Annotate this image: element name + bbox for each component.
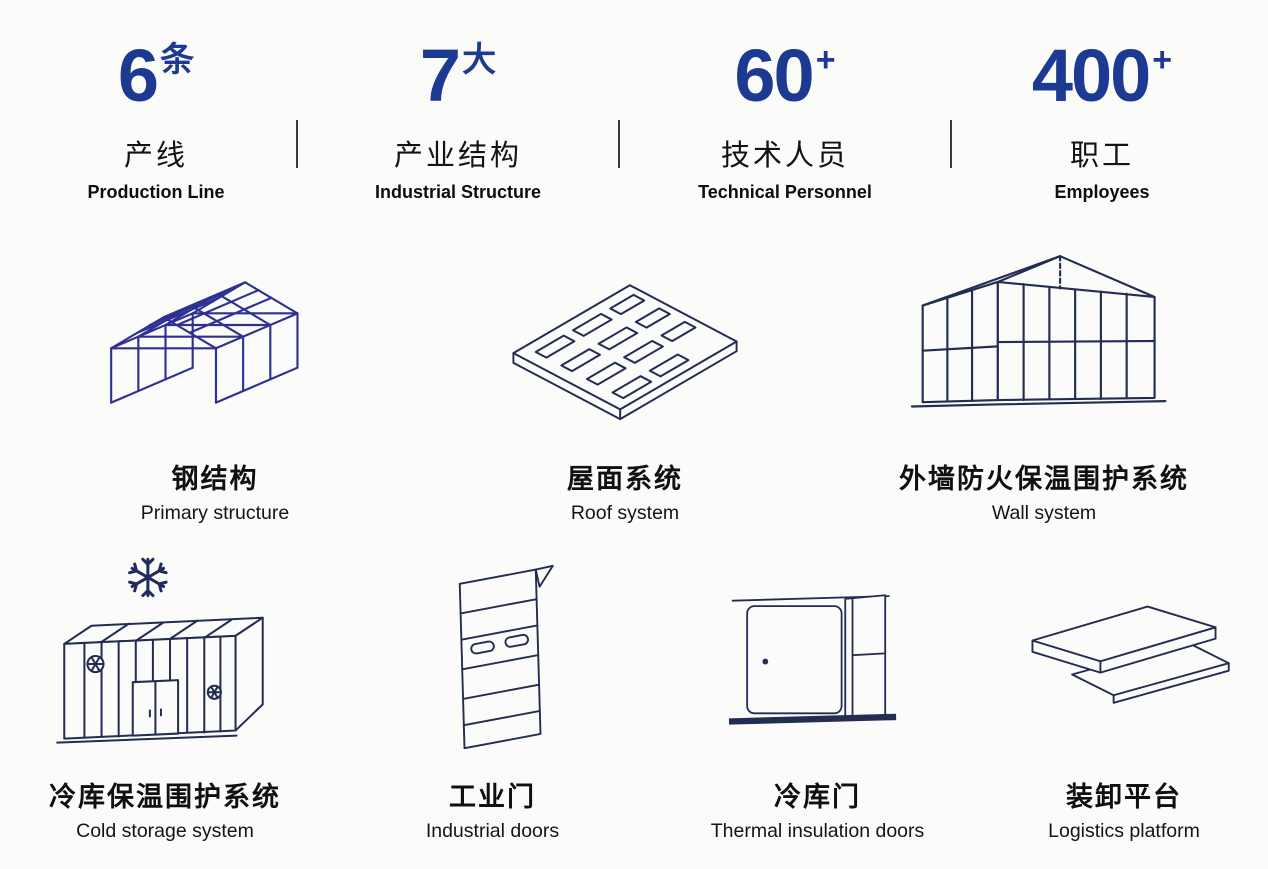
stat-number: 7: [419, 34, 461, 117]
product-label-en: Wall system: [991, 502, 1097, 524]
divider: [618, 120, 620, 168]
snowflake-icon: [128, 557, 168, 598]
stat-production-line: 6条 产线 Production Line: [16, 36, 296, 203]
product-label-cn: 冷库门: [774, 782, 861, 812]
product-row-1: 钢结构 Primary structure: [0, 237, 1268, 525]
fan-icon: [206, 684, 222, 700]
stat-value: 60+: [734, 36, 835, 130]
fan-icon: [86, 654, 105, 674]
product-label-cn: 钢结构: [171, 464, 259, 494]
industrial-door-icon: [417, 551, 569, 763]
stat-value: 6条: [118, 36, 194, 130]
product-label-cn: 工业门: [449, 782, 536, 812]
stat-value: 400+: [1032, 36, 1172, 130]
stat-number: 60: [734, 34, 814, 117]
roof-system-icon: [494, 237, 756, 445]
wall-system-icon: [899, 237, 1189, 445]
stat-employees: 400+ 职工 Employees: [952, 36, 1252, 203]
steel-structure-icon: [84, 237, 346, 445]
stat-label-cn: 技术人员: [720, 140, 849, 172]
product-label-en: Cold storage system: [76, 820, 254, 842]
product-label-cn: 装卸平台: [1066, 782, 1182, 812]
product-wall-system: 外墙防火保温围护系统 Wall system: [820, 237, 1268, 525]
product-steel-structure: 钢结构 Primary structure: [0, 237, 430, 525]
stat-technical-personnel: 60+ 技术人员 Technical Personnel: [620, 36, 950, 203]
stat-label-en: Technical Personnel: [698, 182, 872, 202]
product-loading-platform: 装卸平台 Logistics platform: [980, 551, 1268, 843]
cold-storage-door-icon: [709, 551, 927, 763]
stat-unit: 条: [160, 41, 195, 79]
product-label-cn: 屋面系统: [567, 464, 683, 494]
cold-storage-icon: [29, 551, 301, 763]
product-cold-storage-door: 冷库门 Thermal insulation doors: [655, 551, 980, 843]
stat-unit: 大: [462, 41, 497, 79]
stat-label-cn: 职工: [1069, 140, 1134, 172]
product-label-en: Roof system: [570, 502, 680, 524]
stat-label-cn: 产线: [123, 140, 188, 172]
stat-label-en: Employees: [1054, 182, 1150, 202]
product-cold-storage: 冷库保温围护系统 Cold storage system: [0, 551, 330, 843]
stats-row: 6条 产线 Production Line 7大 产业结构 Industrial…: [0, 0, 1268, 203]
product-label-cn: 冷库保温围护系统: [49, 782, 281, 812]
product-label-en: Industrial doors: [425, 820, 560, 842]
product-label-cn: 外墙防火保温围护系统: [899, 464, 1189, 494]
stat-label-en: Industrial Structure: [374, 182, 542, 202]
loading-platform-icon: [1006, 551, 1242, 763]
stat-unit: +: [815, 41, 836, 79]
stat-unit: +: [1152, 41, 1173, 79]
product-industrial-door: 工业门 Industrial doors: [330, 551, 655, 843]
stat-label-cn: 产业结构: [393, 140, 522, 172]
product-label-en: Thermal insulation doors: [710, 820, 925, 842]
stat-number: 400: [1031, 34, 1151, 117]
product-label-en: Logistics platform: [1048, 820, 1200, 842]
product-label-en: Primary structure: [140, 502, 290, 524]
stat-industrial-structure: 7大 产业结构 Industrial Structure: [298, 36, 618, 203]
divider: [950, 120, 952, 168]
stat-label-en: Production Line: [87, 182, 225, 202]
divider: [296, 120, 298, 168]
product-row-2: 冷库保温围护系统 Cold storage system 工业门 In: [0, 551, 1268, 843]
stat-value: 7大: [420, 36, 496, 130]
stat-number: 6: [117, 34, 159, 117]
product-roof-system: 屋面系统 Roof system: [430, 237, 820, 525]
